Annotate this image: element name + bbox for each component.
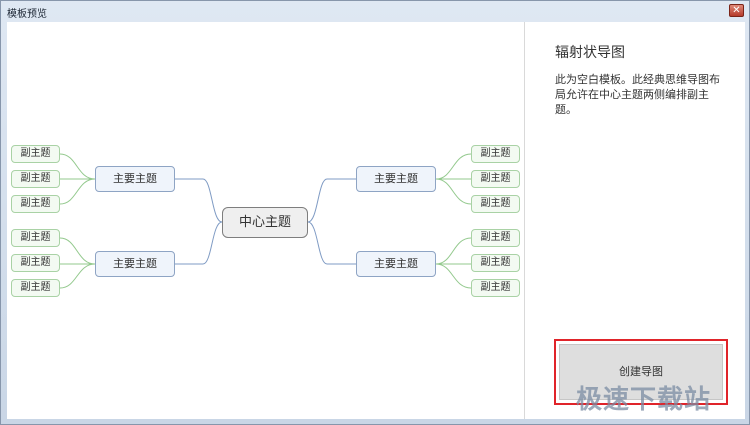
link-sub-rb-1	[435, 237, 472, 265]
panel-divider	[524, 22, 525, 419]
main-topic-bottom-left: 主要主题	[95, 251, 175, 277]
sub-topic: 副主题	[11, 195, 60, 213]
mindmap-preview: 中心主题 主要主题 主要主题 主要主题 主要主题 副主题 副主题 副主题 副主题…	[7, 22, 524, 419]
sub-topic: 副主题	[11, 170, 60, 188]
sub-topic: 副主题	[471, 195, 520, 213]
sub-topic: 副主题	[471, 279, 520, 297]
template-name: 辐射状导图	[555, 45, 625, 61]
link-sub-lb-1	[59, 237, 96, 265]
template-info-panel: 辐射状导图 此为空白模板。此经典思维导图布局允许在中心主题两侧编排副主题。 创建…	[525, 22, 745, 419]
site-watermark: 极速下载站	[576, 385, 712, 415]
window-content: 中心主题 主要主题 主要主题 主要主题 主要主题 副主题 副主题 副主题 副主题…	[7, 22, 745, 419]
link-sub-rt-3	[435, 178, 472, 205]
main-topic-bottom-right: 主要主题	[356, 251, 436, 277]
center-topic: 中心主题	[222, 207, 308, 238]
main-topic-top-left: 主要主题	[95, 166, 175, 192]
link-sub-lt-3	[59, 178, 96, 205]
sub-topic: 副主题	[471, 145, 520, 163]
sub-topic: 副主题	[11, 229, 60, 247]
link-sub-rb-3	[435, 263, 472, 289]
link-center-main-tr	[307, 178, 356, 223]
link-sub-lb-3	[59, 263, 96, 289]
link-center-main-bl	[175, 221, 223, 265]
link-sub-lt-1	[59, 153, 96, 180]
sub-topic: 副主题	[11, 279, 60, 297]
create-mindmap-button[interactable]: 创建导图	[554, 339, 728, 405]
link-center-main-br	[307, 221, 356, 265]
title-bar[interactable]: 模板预览 ✕	[1, 1, 749, 21]
template-description: 此为空白模板。此经典思维导图布局允许在中心主题两侧编排副主题。	[555, 73, 720, 116]
sub-topic: 副主题	[11, 145, 60, 163]
link-sub-rt-1	[435, 153, 472, 180]
link-center-main-tl	[175, 178, 223, 223]
close-button[interactable]: ✕	[729, 4, 744, 17]
sub-topic: 副主题	[11, 254, 60, 272]
sub-topic: 副主题	[471, 229, 520, 247]
sub-topic: 副主题	[471, 170, 520, 188]
sub-topic: 副主题	[471, 254, 520, 272]
window-title: 模板预览	[7, 9, 47, 20]
main-topic-top-right: 主要主题	[356, 166, 436, 192]
mindmap-connectors	[59, 153, 472, 289]
